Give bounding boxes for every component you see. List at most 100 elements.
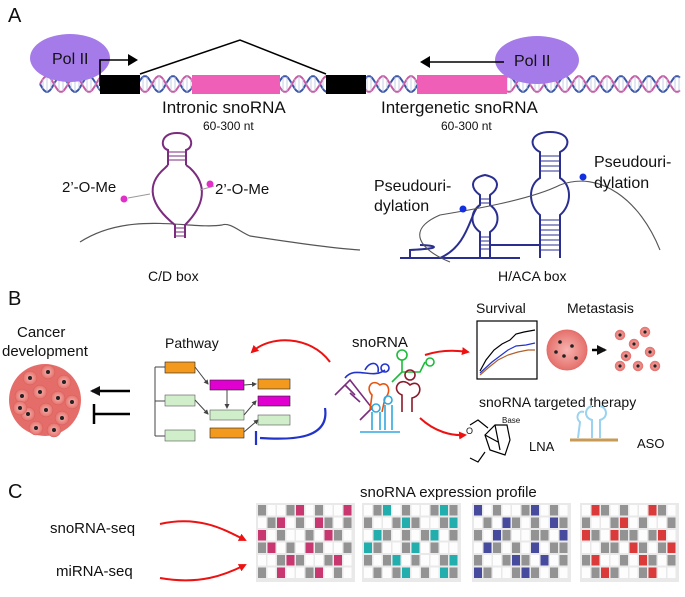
heatmap-cell	[620, 530, 628, 541]
panel-letter-c: C	[8, 481, 22, 503]
heatmap-cell	[502, 555, 511, 566]
heatmap-cell	[531, 505, 539, 516]
cd-box-label: C/D box	[148, 268, 199, 284]
heatmap-cell	[267, 517, 276, 528]
heatmap-cell	[392, 530, 401, 541]
methyl-dot-left	[120, 195, 128, 203]
heatmap-cell	[286, 567, 295, 578]
heatmap-cell	[411, 530, 420, 541]
heatmap-cell	[392, 567, 401, 578]
heatmap-cell	[324, 555, 333, 566]
heatmap-cell	[483, 542, 492, 553]
heatmap-cell	[373, 517, 382, 528]
heatmap-cell	[540, 530, 549, 541]
heatmap-cell	[334, 555, 342, 566]
heatmap-cell	[373, 555, 382, 566]
heatmap-cell	[392, 542, 401, 553]
heatmap-cell	[315, 567, 323, 578]
heatmap-cell	[411, 517, 420, 528]
heatmap-cell	[334, 542, 342, 553]
exon-left	[100, 75, 140, 94]
heatmap-cell	[601, 517, 609, 528]
heatmap-cell	[324, 530, 333, 541]
heatmap-cell	[383, 555, 391, 566]
heatmap-3	[472, 503, 571, 582]
heatmap-cell	[610, 542, 619, 553]
heatmap-cell	[430, 530, 439, 541]
methyl-label-right: 2’-O-Me	[215, 181, 269, 198]
heatmap-cell	[629, 567, 638, 578]
heatmap-cell	[639, 505, 647, 516]
heatmap-cell	[474, 505, 482, 516]
pseudo-dot-left	[459, 205, 467, 213]
heatmap-cell	[440, 542, 448, 553]
heatmap-cell	[277, 567, 285, 578]
survival-label: Survival	[476, 300, 526, 316]
heatmap-cell	[550, 505, 558, 516]
heatmap-cell	[648, 542, 657, 553]
heatmap-cell	[601, 555, 609, 566]
heatmap-cell	[449, 542, 458, 553]
heatmap-cell	[559, 542, 568, 553]
heatmap-cell	[559, 555, 568, 566]
heatmap-cell	[601, 530, 609, 541]
heatmap-cell	[286, 542, 295, 553]
heatmap-cell	[483, 555, 492, 566]
heatmap-cell	[474, 542, 482, 553]
heatmap-cell	[373, 542, 382, 553]
aso-icon	[570, 405, 618, 442]
heatmap-cell	[559, 517, 568, 528]
heatmap-cell	[540, 555, 549, 566]
heatmap-cell	[658, 555, 666, 566]
heatmap-cell	[334, 567, 342, 578]
pol-left-arrow	[99, 59, 128, 86]
heatmap-cell	[277, 517, 285, 528]
heatmap-cell	[521, 530, 530, 541]
heatmap-cell	[521, 542, 530, 553]
heatmap-cell	[343, 542, 352, 553]
pseudo-right-line1: Pseudouri-	[594, 154, 671, 171]
haca-box-snorna	[400, 130, 570, 259]
heatmap-cell	[277, 555, 285, 566]
heatmap-cell	[440, 517, 448, 528]
heatmap-cell	[449, 567, 458, 578]
pseudo-right-line2: dylation	[594, 175, 649, 192]
methyl-label-left: 2’-O-Me	[62, 179, 116, 196]
heatmap-cell	[421, 555, 429, 566]
heatmap-cell	[449, 555, 458, 566]
heatmap-cell	[430, 517, 439, 528]
heatmap-cell	[639, 542, 647, 553]
heatmap-cell	[343, 517, 352, 528]
heatmap-cell	[324, 542, 333, 553]
heatmap-cell	[334, 517, 342, 528]
heatmap-cell	[474, 555, 482, 566]
heatmap-cell	[315, 555, 323, 566]
heatmap-cell	[334, 530, 342, 541]
heatmap-cell	[296, 530, 304, 541]
heatmap-cell	[449, 530, 458, 541]
heatmap-cell	[559, 530, 568, 541]
heatmap-cell	[582, 505, 590, 516]
heatmap-cell	[648, 567, 657, 578]
heatmap-cell	[449, 517, 458, 528]
heatmap-cell	[493, 555, 501, 566]
heatmap-cell	[286, 505, 295, 516]
heatmap-cell	[286, 530, 295, 541]
heatmap-cell	[582, 555, 590, 566]
heatmap-cell	[267, 555, 276, 566]
heatmap-cell	[591, 530, 600, 541]
heatmap-cell	[383, 505, 391, 516]
heatmap-cell	[493, 517, 501, 528]
heatmap-cell	[383, 567, 391, 578]
heatmap-cell	[493, 530, 501, 541]
heatmap-cell	[521, 567, 530, 578]
heatmap-cell	[483, 530, 492, 541]
snorna-to-survival-arrow	[424, 347, 470, 356]
heatmap-cell	[502, 542, 511, 553]
heatmap-cell	[540, 517, 549, 528]
heatmap-cell	[267, 567, 276, 578]
heatmap-cell	[582, 567, 590, 578]
heatmap-cell	[402, 530, 410, 541]
heatmap-cell	[620, 517, 628, 528]
mirna-seq-arrow	[159, 564, 247, 582]
